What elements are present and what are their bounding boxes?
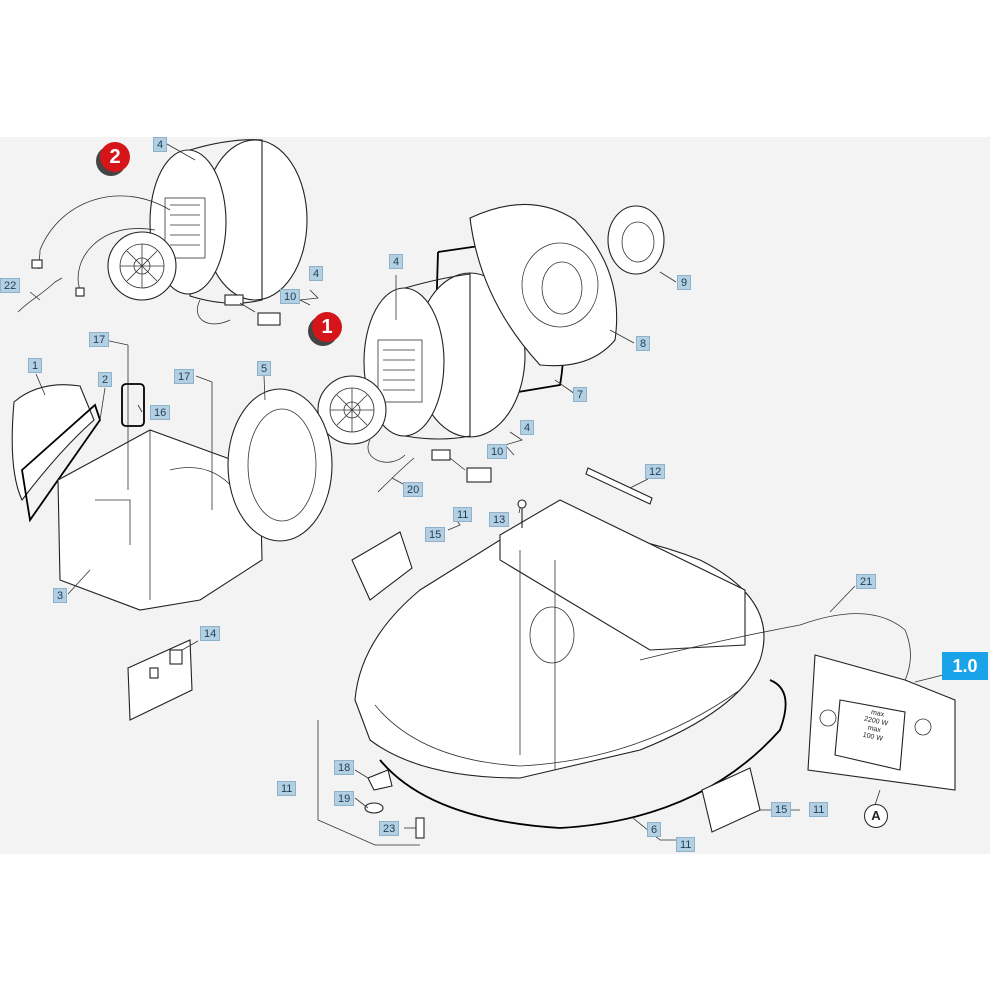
left-housing-parts bbox=[11, 345, 333, 611]
part-label-14[interactable]: 14 bbox=[200, 626, 221, 641]
part-label-20[interactable]: 20 bbox=[403, 482, 424, 497]
motor-cover bbox=[469, 203, 618, 367]
part-label-11-a[interactable]: 11 bbox=[453, 507, 473, 522]
small-parts bbox=[351, 467, 761, 839]
part-label-11-b[interactable]: 11 bbox=[277, 781, 297, 796]
part-label-4-top[interactable]: 4 bbox=[153, 137, 168, 152]
leader-lines bbox=[29, 143, 948, 846]
part-label-4-lower[interactable]: 4 bbox=[520, 420, 535, 435]
motor-assembly-2 bbox=[17, 139, 308, 326]
switch-panel bbox=[639, 613, 956, 791]
base-housing bbox=[354, 499, 787, 829]
part-label-8[interactable]: 8 bbox=[636, 336, 651, 351]
part-label-5[interactable]: 5 bbox=[257, 361, 272, 376]
part-label-2[interactable]: 2 bbox=[98, 372, 113, 387]
motor-assembly-1 bbox=[317, 239, 565, 493]
part-label-3[interactable]: 3 bbox=[53, 588, 68, 603]
part-label-7[interactable]: 7 bbox=[573, 387, 588, 402]
version-tag: 1.0 bbox=[942, 652, 988, 680]
part-label-17-b[interactable]: 17 bbox=[174, 369, 195, 384]
part-label-1[interactable]: 1 bbox=[28, 358, 43, 373]
assembly-1-badge: 1 bbox=[312, 312, 342, 342]
part-label-4-mid[interactable]: 4 bbox=[309, 266, 324, 281]
part-label-17-a[interactable]: 17 bbox=[89, 332, 110, 347]
part-label-11-d[interactable]: 11 bbox=[809, 802, 829, 817]
part-label-22[interactable]: 22 bbox=[0, 278, 21, 293]
sealing-ring bbox=[607, 205, 665, 275]
part-label-15-b[interactable]: 15 bbox=[771, 802, 792, 817]
detail-marker-a: A bbox=[864, 804, 888, 828]
part-label-9[interactable]: 9 bbox=[677, 275, 692, 290]
part-label-23[interactable]: 23 bbox=[379, 821, 400, 836]
part-label-16[interactable]: 16 bbox=[150, 405, 171, 420]
part-label-13[interactable]: 13 bbox=[489, 512, 510, 527]
part-label-19[interactable]: 19 bbox=[334, 791, 355, 806]
part-label-4-right[interactable]: 4 bbox=[389, 254, 404, 269]
part-label-15-a[interactable]: 15 bbox=[425, 527, 446, 542]
part-label-21[interactable]: 21 bbox=[856, 574, 877, 589]
assembly-2-badge: 2 bbox=[100, 142, 130, 172]
part-label-12[interactable]: 12 bbox=[645, 464, 666, 479]
circuit-board bbox=[127, 639, 193, 721]
part-label-11-c[interactable]: 11 bbox=[676, 837, 696, 852]
part-label-18[interactable]: 18 bbox=[334, 760, 355, 775]
part-label-10-top[interactable]: 10 bbox=[280, 289, 301, 304]
part-label-10-lower[interactable]: 10 bbox=[487, 444, 508, 459]
part-label-6[interactable]: 6 bbox=[647, 822, 662, 837]
